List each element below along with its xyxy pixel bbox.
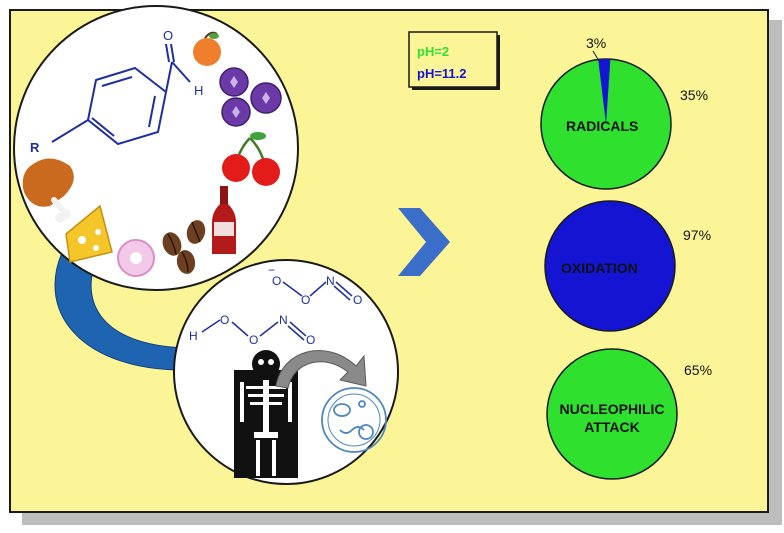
- pie-radicals-acid-percent: 35%: [680, 87, 708, 103]
- peroxynitrite-o2: O: [301, 293, 310, 307]
- pie-oxidation-base-slice: [544, 200, 676, 332]
- peroxynitrite-n: N: [326, 274, 335, 288]
- aldehyde-oxygen-label: O: [163, 28, 173, 43]
- donut-icon: [117, 239, 155, 277]
- coffee-beans-icon: [162, 220, 206, 274]
- human-skeleton-icon: [234, 350, 298, 478]
- pie-oxidation-label: OXIDATION: [561, 260, 638, 276]
- bacterium-cell-icon: [321, 387, 387, 453]
- peach-icon: [193, 31, 221, 66]
- legend-base: pH=11.2: [417, 66, 467, 81]
- pie-oxidation: 97% OXIDATION: [544, 200, 711, 332]
- pie-nucleophilic-acid-percent: 65%: [684, 362, 712, 378]
- peroxynitrite-o3: O: [353, 293, 362, 307]
- peroxynitrite-structure: [282, 281, 353, 301]
- pie-nucleophilic-acid-slice: [546, 348, 678, 480]
- gray-arrow-icon: [275, 350, 367, 389]
- wine-bottle-icon: [212, 186, 236, 254]
- chevron-right-icon: [398, 208, 450, 276]
- ph-legend: pH=2 pH=11.2: [408, 31, 500, 90]
- pie-nucleophilic-label-line1: NUCLEOPHILIC: [560, 401, 665, 417]
- peroxynitrite-o1: O: [272, 274, 281, 288]
- legend-acid: pH=2: [417, 44, 449, 59]
- substituent-r-label: R: [30, 140, 40, 155]
- acid-o3: O: [306, 333, 315, 347]
- pie-oxidation-base-percent: 97%: [683, 227, 711, 243]
- pie-radicals: 3% 35% RADICALS: [540, 35, 708, 190]
- pie-nucleophilic-label-line2: ATTACK: [584, 419, 639, 435]
- pie-radicals-base-slice: [598, 59, 611, 124]
- benzaldehyde-structure: [51, 43, 191, 146]
- blueberries-icon: [219, 67, 282, 127]
- pie-radicals-leader: [592, 50, 600, 62]
- cherries-icon: [222, 132, 280, 186]
- peroxynitrous-acid-structure: [201, 319, 307, 341]
- acid-o2: O: [249, 333, 258, 347]
- aldehyde-hydrogen-label: H: [194, 83, 203, 98]
- cheese-icon: [65, 204, 113, 263]
- pie-radicals-label: RADICALS: [566, 118, 638, 134]
- peroxynitrite-charge: −: [268, 263, 275, 277]
- food-circle: [13, 5, 299, 291]
- acid-o1: O: [220, 313, 229, 327]
- pie-nucleophilic-attack: 65% NUCLEOPHILIC ATTACK: [546, 348, 712, 480]
- pie-radicals-base-percent: 3%: [586, 35, 606, 51]
- acid-hydrogen: H: [189, 329, 198, 343]
- chicken-leg-icon: [22, 158, 74, 223]
- acid-n: N: [279, 313, 288, 327]
